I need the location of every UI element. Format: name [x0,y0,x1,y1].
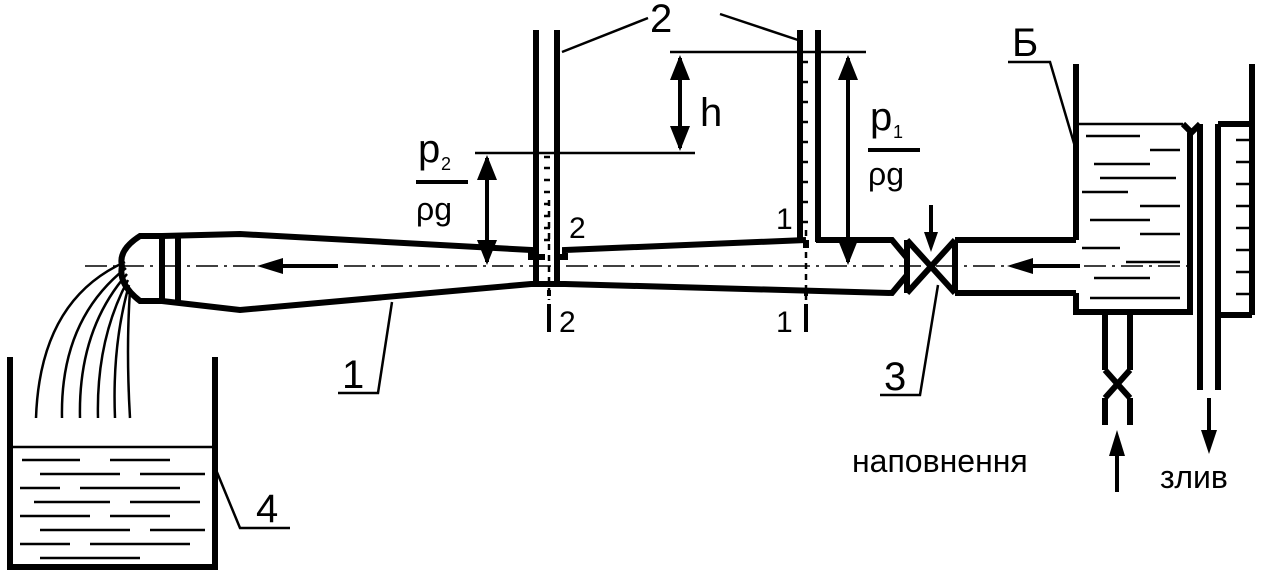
p1-numerator: p [870,95,892,139]
drain-label: злив [1160,459,1228,495]
p2-dimension-arrow [477,155,497,265]
section-1-bottom-label: 1 [776,306,793,339]
section-marks [547,200,808,332]
receiver-vessel [7,357,218,570]
head-difference-label: h [700,91,722,135]
fill-pipe [1102,312,1133,492]
section-2-bottom-label: 2 [559,306,576,339]
p2-subscript: 2 [441,154,451,174]
fill-label: наповнення [852,443,1028,479]
piezometer-section-1 [797,30,821,248]
p1-denominator: ρg [868,156,904,192]
level-lines [475,50,866,155]
h-dimension-arrow [670,55,690,151]
valve-3 [904,205,958,296]
piezometer-section-2 [533,30,560,282]
tank-callout-label: Б [1012,21,1038,65]
p1-over-rho-g-label: p 1 ρg [868,95,920,192]
inlet-pipe [955,237,1076,296]
pipe-callout-label: 1 [342,353,364,397]
outlet-nozzle [118,233,181,304]
water-jet [34,260,132,419]
valve-callout-label: 3 [884,355,906,399]
pressure-tank [1073,64,1203,315]
p2-denominator: ρg [416,191,452,227]
p1-subscript: 1 [893,122,903,142]
p2-numerator: p [418,127,440,171]
p1-dimension-arrow [838,55,858,265]
callout-leaders [212,12,1078,530]
section-2-top-label: 2 [569,212,586,245]
receiver-callout-label: 4 [256,487,278,531]
tubes-callout-label: 2 [650,0,672,41]
p2-over-rho-g-label: p 2 ρg [416,127,468,227]
section-1-top-label: 1 [776,203,793,236]
overflow-drain [1197,64,1255,454]
flow-arrow-inlet [1007,258,1080,274]
flow-arrow-pipe [257,258,338,274]
